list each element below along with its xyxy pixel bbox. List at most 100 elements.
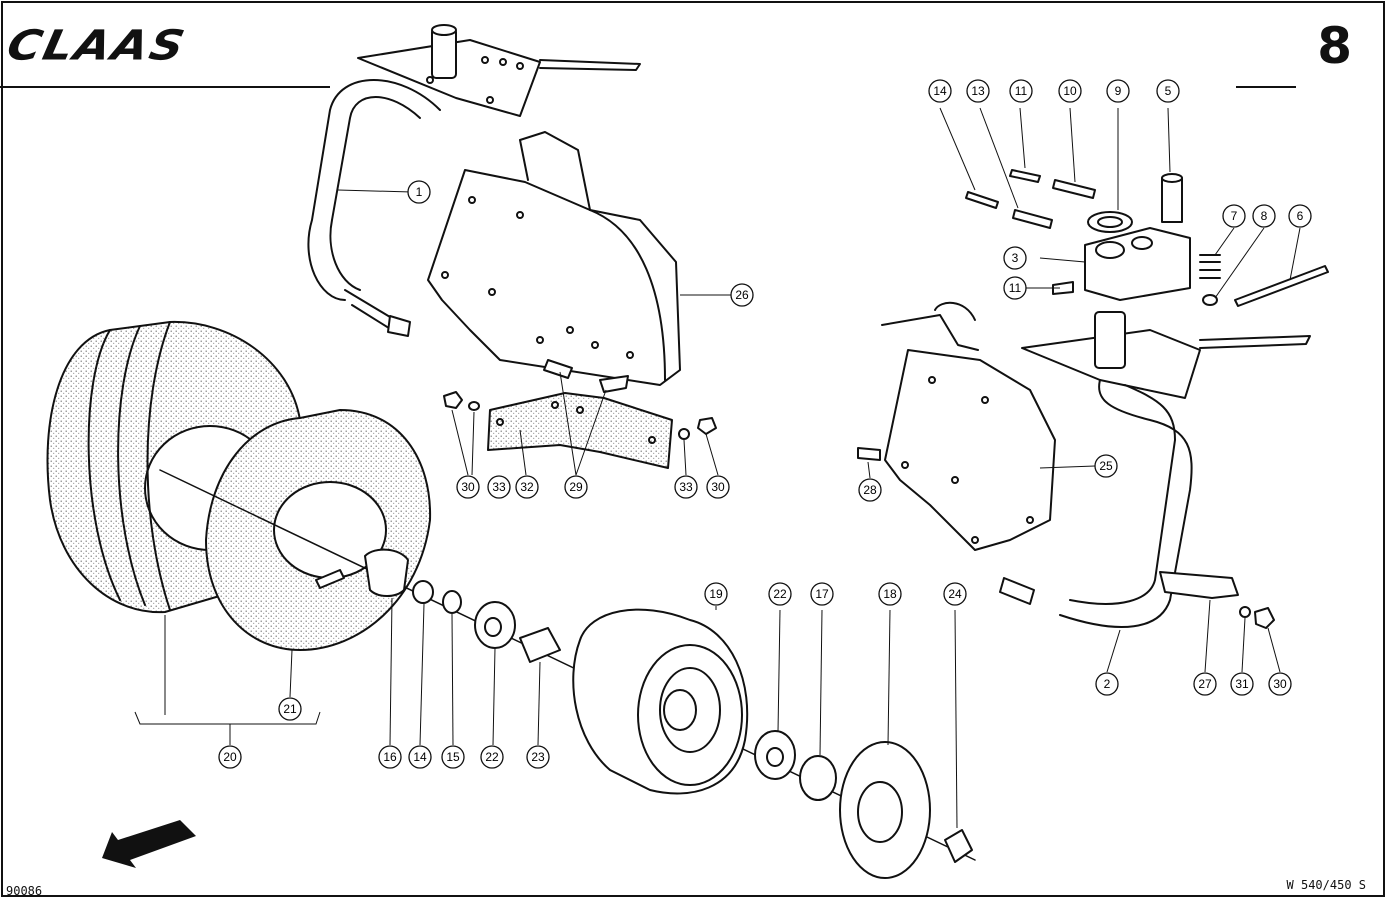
svg-text:2: 2 bbox=[1104, 677, 1111, 691]
callout-26: 26 bbox=[730, 283, 754, 307]
svg-text:25: 25 bbox=[1099, 459, 1113, 473]
callout-18: 18 bbox=[878, 582, 902, 606]
svg-text:30: 30 bbox=[1273, 677, 1287, 691]
svg-text:1: 1 bbox=[416, 185, 423, 199]
washer-7 bbox=[1202, 294, 1218, 306]
svg-text:19: 19 bbox=[709, 587, 723, 601]
svg-text:18: 18 bbox=[883, 587, 897, 601]
svg-text:14: 14 bbox=[933, 84, 947, 98]
svg-text:22: 22 bbox=[485, 750, 499, 764]
pin-9 bbox=[1052, 179, 1096, 199]
bolt-28 bbox=[857, 447, 881, 461]
callout-27: 27 bbox=[1193, 672, 1217, 696]
callout-30c: 30 bbox=[1268, 672, 1292, 696]
bolt-29a bbox=[543, 359, 573, 379]
callout-6: 7 bbox=[1222, 204, 1246, 228]
callout-30b: 30 bbox=[706, 475, 730, 499]
svg-text:11: 11 bbox=[1015, 84, 1028, 98]
callout-16: 16 bbox=[378, 745, 402, 769]
callout-21: 21 bbox=[278, 697, 302, 721]
callout-22a: 22 bbox=[768, 582, 792, 606]
svg-text:11: 11 bbox=[1009, 281, 1022, 295]
pin-13 bbox=[965, 191, 999, 209]
caster-arm-right bbox=[999, 311, 1311, 628]
callout-30a: 30 bbox=[456, 475, 480, 499]
callout-10: 11 bbox=[1009, 79, 1033, 103]
callout-2: 2 bbox=[1095, 672, 1119, 696]
washer-15 bbox=[442, 590, 462, 614]
callout-14: 14 bbox=[408, 745, 432, 769]
callout-13: 14 bbox=[928, 79, 952, 103]
svg-text:28: 28 bbox=[863, 483, 877, 497]
arrow-down-left-icon bbox=[102, 820, 196, 868]
grease-nipple-11 bbox=[1052, 281, 1074, 295]
svg-text:17: 17 bbox=[815, 587, 829, 601]
washer-31 bbox=[1239, 606, 1251, 618]
svg-text:7: 7 bbox=[1231, 209, 1238, 223]
svg-text:3: 3 bbox=[1012, 251, 1019, 265]
leader-lines bbox=[134, 107, 1301, 829]
caster-arm-left bbox=[307, 24, 641, 337]
callout-22b: 22 bbox=[480, 745, 504, 769]
page-number: 8 bbox=[1317, 17, 1352, 75]
callout-7: 8 bbox=[1252, 204, 1276, 228]
callout-19: 19 bbox=[704, 582, 728, 606]
callout-28: 28 bbox=[858, 478, 882, 502]
callout-29: 29 bbox=[564, 475, 588, 499]
callout-5: 6 bbox=[1288, 204, 1312, 228]
callout-31: 31 bbox=[1230, 672, 1254, 696]
pin-10 bbox=[1009, 169, 1041, 183]
svg-text:29: 29 bbox=[569, 480, 583, 494]
bolt-29b bbox=[599, 375, 629, 393]
drawing-number: 90086 bbox=[6, 884, 43, 898]
callout-11: 11 bbox=[1003, 276, 1027, 300]
callout-25: 25 bbox=[1094, 454, 1118, 478]
seal-17 bbox=[799, 755, 837, 801]
svg-text:33: 33 bbox=[679, 480, 693, 494]
bracket-plate bbox=[487, 392, 673, 469]
header-rule-left bbox=[0, 86, 330, 88]
svg-text:9: 9 bbox=[1115, 84, 1122, 98]
svg-text:30: 30 bbox=[711, 480, 725, 494]
callout-3: 3 bbox=[1003, 246, 1027, 270]
callout-24: 24 bbox=[943, 582, 967, 606]
svg-text:24: 24 bbox=[948, 587, 962, 601]
svg-text:5: 5 bbox=[1165, 84, 1172, 98]
bracket-27 bbox=[1159, 571, 1239, 599]
threaded-rod-5 bbox=[1234, 265, 1329, 307]
svg-text:21: 21 bbox=[283, 702, 297, 716]
svg-text:10: 10 bbox=[1063, 84, 1077, 98]
svg-text:16: 16 bbox=[383, 750, 397, 764]
spacer-16 bbox=[364, 548, 409, 597]
nut-30c bbox=[1254, 607, 1275, 629]
pin-4 bbox=[1161, 177, 1183, 223]
callout-32: 32 bbox=[515, 475, 539, 499]
svg-text:32: 32 bbox=[520, 480, 534, 494]
svg-text:26: 26 bbox=[735, 288, 749, 302]
svg-text:31: 31 bbox=[1235, 677, 1249, 691]
svg-text:33: 33 bbox=[492, 480, 506, 494]
callout-4: 5 bbox=[1156, 79, 1180, 103]
svg-text:14: 14 bbox=[413, 750, 427, 764]
callout-1: 1 bbox=[407, 180, 431, 204]
callout-33a: 33 bbox=[487, 475, 511, 499]
callout-17: 17 bbox=[810, 582, 834, 606]
mudguard-left bbox=[427, 131, 681, 386]
mudguard-right bbox=[881, 301, 1056, 551]
callout-15: 15 bbox=[441, 745, 465, 769]
svg-text:27: 27 bbox=[1198, 677, 1212, 691]
bush-24 bbox=[944, 829, 973, 863]
nut-14 bbox=[412, 580, 434, 604]
callout-33b: 33 bbox=[674, 475, 698, 499]
svg-text:13: 13 bbox=[971, 84, 985, 98]
callout-12: 13 bbox=[966, 79, 990, 103]
svg-text:22: 22 bbox=[773, 587, 787, 601]
svg-text:20: 20 bbox=[223, 750, 237, 764]
svg-text:23: 23 bbox=[531, 750, 545, 764]
header-rule-right bbox=[1236, 86, 1296, 88]
svg-text:15: 15 bbox=[446, 750, 460, 764]
spring-6 bbox=[1199, 254, 1221, 279]
wheel-rim bbox=[572, 608, 749, 795]
